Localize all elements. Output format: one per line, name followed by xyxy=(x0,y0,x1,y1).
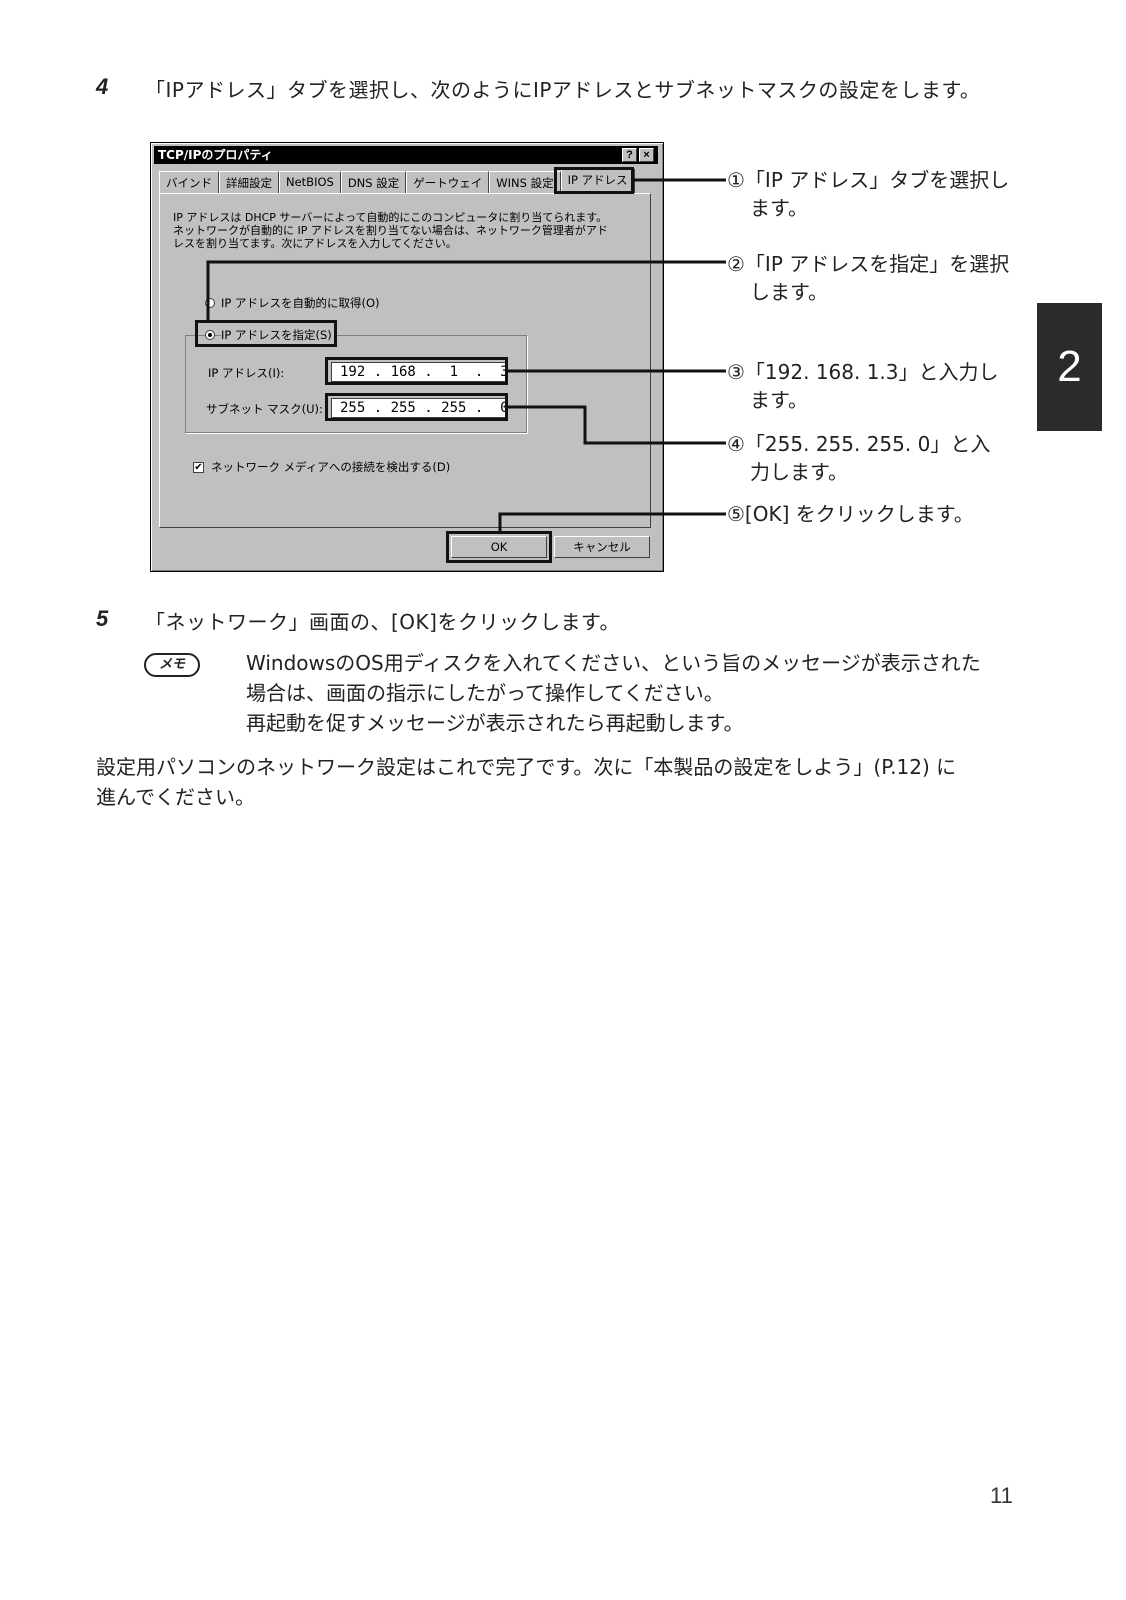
memo-line-2: 場合は、画面の指示にしたがって操作してください。 xyxy=(246,681,724,705)
callout-1-line1: ①「IP アドレス」タブを選択し xyxy=(727,168,1010,192)
dialog-title: TCP/IPのプロパティ xyxy=(158,148,273,162)
cancel-button[interactable]: キャンセル xyxy=(554,536,650,558)
conclusion-paragraph: 設定用パソコンのネットワーク設定はこれで完了です。次に「本製品の設定をしよう」(… xyxy=(96,752,1036,812)
memo-text: WindowsのOS用ディスクを入れてください、という旨のメッセージが表示された… xyxy=(246,648,1036,738)
memo-icon: メモ xyxy=(144,653,200,677)
leader-line-5 xyxy=(498,512,726,531)
radio-auto-ip[interactable] xyxy=(205,298,215,308)
help-icon[interactable]: ? xyxy=(622,148,637,162)
tab-panel xyxy=(159,193,651,528)
callout-4-line1: ④「255. 255. 255. 0」と入 xyxy=(727,432,991,456)
ok-button[interactable]: OK xyxy=(451,536,547,558)
conclusion-line-2: 進んでください。 xyxy=(96,785,255,809)
memo-line-3: 再起動を促すメッセージが表示されたら再起動します。 xyxy=(246,711,744,735)
close-icon[interactable]: × xyxy=(639,148,654,162)
callout-2-line2: します。 xyxy=(750,280,828,304)
dialog-titlebar: TCP/IPのプロパティ ? × xyxy=(154,146,658,164)
tab-dns[interactable]: DNS 設定 xyxy=(340,171,407,193)
page-number: 11 xyxy=(990,1483,1013,1508)
subnet-mask-label: サブネット マスク(U): xyxy=(206,402,323,416)
dialog-description: IP アドレスは DHCP サーバーによって自動的にこのコンピュータに割り当てら… xyxy=(173,211,608,250)
leader-line-4 xyxy=(508,405,726,445)
radio-manual-ip[interactable] xyxy=(205,330,215,340)
tab-netbios[interactable]: NetBIOS xyxy=(279,171,341,193)
step-number-5: 5 xyxy=(96,606,109,631)
conclusion-line-1: 設定用パソコンのネットワーク設定はこれで完了です。次に「本製品の設定をしよう」(… xyxy=(96,755,957,779)
tab-wins[interactable]: WINS 設定 xyxy=(489,171,561,193)
callout-5-line1: ⑤[OK] をクリックします。 xyxy=(727,502,974,526)
tab-advanced[interactable]: 詳細設定 xyxy=(219,171,279,193)
subnet-mask-input[interactable]: 255 . 255 . 255 . 0 xyxy=(331,398,509,418)
callout-1-line2: ます。 xyxy=(750,196,808,220)
step-4-instruction: 「IPアドレス」タブを選択し、次のようにIPアドレスとサブネットマスクの設定をし… xyxy=(145,78,981,102)
memo-line-1: WindowsのOS用ディスクを入れてください、という旨のメッセージが表示された xyxy=(246,651,981,675)
callout-3-line1: ③「192. 168. 1.3」と入力し xyxy=(727,360,999,384)
step-5-instruction: 「ネットワーク」画面の、[OK]をクリックします。 xyxy=(145,610,620,634)
ip-address-label: IP アドレス(I): xyxy=(208,366,285,380)
highlight-subnet-input xyxy=(325,393,508,421)
callout-4-line2: 力します。 xyxy=(750,460,848,484)
tab-bind[interactable]: バインド xyxy=(159,171,219,193)
highlight-ip-tab xyxy=(554,167,634,194)
callout-2-line1: ②「IP アドレスを指定」を選択 xyxy=(727,252,1010,276)
callout-3-line2: ます。 xyxy=(750,388,808,412)
tab-ip-address[interactable]: IP アドレス xyxy=(560,168,635,193)
highlight-ok-button xyxy=(446,531,552,563)
highlight-manual-radio xyxy=(195,320,337,347)
detect-media-label: ネットワーク メディアへの接続を検出する(D) xyxy=(211,460,451,474)
callout-leader-lines xyxy=(206,178,726,531)
radio-manual-ip-label: IP アドレスを指定(S) xyxy=(221,327,336,343)
ip-settings-group xyxy=(185,335,527,433)
tab-gateway[interactable]: ゲートウェイ xyxy=(406,171,490,193)
radio-auto-ip-label: IP アドレスを自動的に取得(O) xyxy=(221,296,380,310)
leader-line-2 xyxy=(206,260,726,320)
ip-address-input[interactable]: 192 . 168 . 1 . 3 xyxy=(331,362,509,382)
highlight-ip-input xyxy=(325,357,508,385)
dialog-tabs: バインド 詳細設定 NetBIOS DNS 設定 ゲートウェイ WINS 設定 … xyxy=(159,168,635,193)
step-number-4: 4 xyxy=(96,74,109,99)
chapter-tab: 2 xyxy=(1037,303,1102,431)
detect-media-checkbox[interactable]: ✔ xyxy=(193,462,204,473)
